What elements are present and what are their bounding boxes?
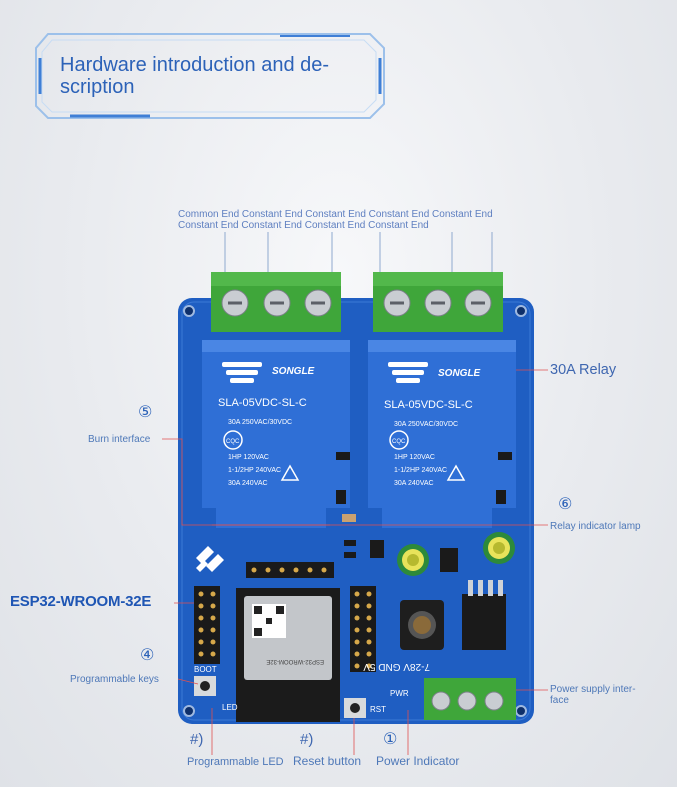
relay-right-rating-3: 1-1/2HP 240VAC — [394, 467, 447, 474]
marker-6: ⑥ — [558, 494, 573, 513]
relay-left — [202, 340, 350, 528]
callout-lines — [162, 369, 548, 755]
relay-right-rating-2: 1HP 120VAC — [394, 454, 435, 461]
pwr-silkscreen: PWR — [390, 689, 409, 698]
esp32-module: ESP32-WROOM-32E — [236, 588, 340, 722]
terminal-labels-line1: Common End Constant End Constant End Con… — [178, 209, 493, 220]
relay-right-rating-4: 30A 240VAC — [394, 480, 434, 487]
relay-left-rating-2: 1HP 120VAC — [228, 454, 269, 461]
page-title: Hardware introduction and de- scription — [60, 54, 380, 98]
title-frame — [35, 33, 385, 119]
relay-left-model: SLA-05VDC-SL-C — [218, 397, 307, 409]
terminal-block-right — [373, 272, 503, 332]
boot-silkscreen: BOOT — [194, 665, 217, 674]
marker-4: ④ — [140, 645, 155, 664]
power-indicator-callout: Power Indicator — [376, 754, 460, 768]
programmable-led-callout: Programmable LED — [187, 756, 284, 768]
terminal-block-left — [211, 272, 341, 332]
board-logo-icon — [196, 546, 224, 572]
relay-right-brand: SONGLE — [438, 368, 481, 379]
power-supply-callout-line1: Power supply inter- — [550, 684, 636, 695]
marker-hash-1: #) — [190, 731, 204, 748]
capacitor-1 — [397, 544, 429, 576]
programmable-keys-callout: Programmable keys — [70, 674, 159, 685]
burn-interface-header — [246, 562, 334, 578]
relay-right-model: SLA-05VDC-SL-C — [384, 399, 473, 411]
reset-button-graphic — [344, 698, 366, 718]
capacitor-2 — [483, 532, 515, 564]
relay-left-cqc: CQC — [226, 439, 240, 445]
relay-right-rating-1: 30A 250VAC/30VDC — [394, 421, 458, 428]
relay-left-rating-4: 30A 240VAC — [228, 480, 268, 487]
power-terminal — [424, 678, 516, 720]
regulator-chip — [462, 580, 506, 650]
marker-5: ⑤ — [138, 402, 153, 421]
reset-button-callout: Reset button — [293, 754, 362, 768]
relay-right — [368, 340, 516, 528]
burn-interface-callout: Burn interface — [88, 434, 151, 445]
relay-left-rating-3: 1-1/2HP 240VAC — [228, 467, 281, 474]
led-silkscreen: LED — [222, 703, 238, 712]
module-silkscreen: ESP32-WROOM-32E — [266, 658, 324, 664]
power-supply-callout-line2: face — [550, 695, 569, 706]
relay-left-rating-1: 30A 250VAC/30VDC — [228, 419, 292, 426]
marker-hash-2: #) — [300, 731, 314, 748]
smd-components — [336, 452, 512, 558]
marker-1: ① — [383, 729, 398, 748]
rst-silkscreen: RST — [370, 705, 386, 714]
inductor — [400, 600, 444, 650]
power-supply-callout: Power supply inter- face — [550, 684, 636, 706]
boot-button-graphic — [194, 676, 216, 696]
esp-module-callout: ESP32-WROOM-32E — [10, 593, 152, 610]
relay-indicator-callout: Relay indicator lamp — [550, 521, 641, 532]
relay-right-cqc: CQC — [392, 439, 406, 445]
relay-callout: 30A Relay — [550, 362, 617, 378]
voltage-silkscreen: 7-28V GND 5V — [363, 661, 430, 672]
relay-left-brand: SONGLE — [272, 366, 315, 377]
page-title-line2: scription — [60, 76, 135, 98]
relay-logos — [222, 362, 466, 481]
pin-header-left — [194, 586, 220, 664]
page-title-line1: Hardware introduction and de- — [60, 54, 330, 76]
terminal-labels-line2: Constant End Constant End Constant End C… — [178, 220, 429, 231]
pin-header-right — [350, 586, 376, 672]
